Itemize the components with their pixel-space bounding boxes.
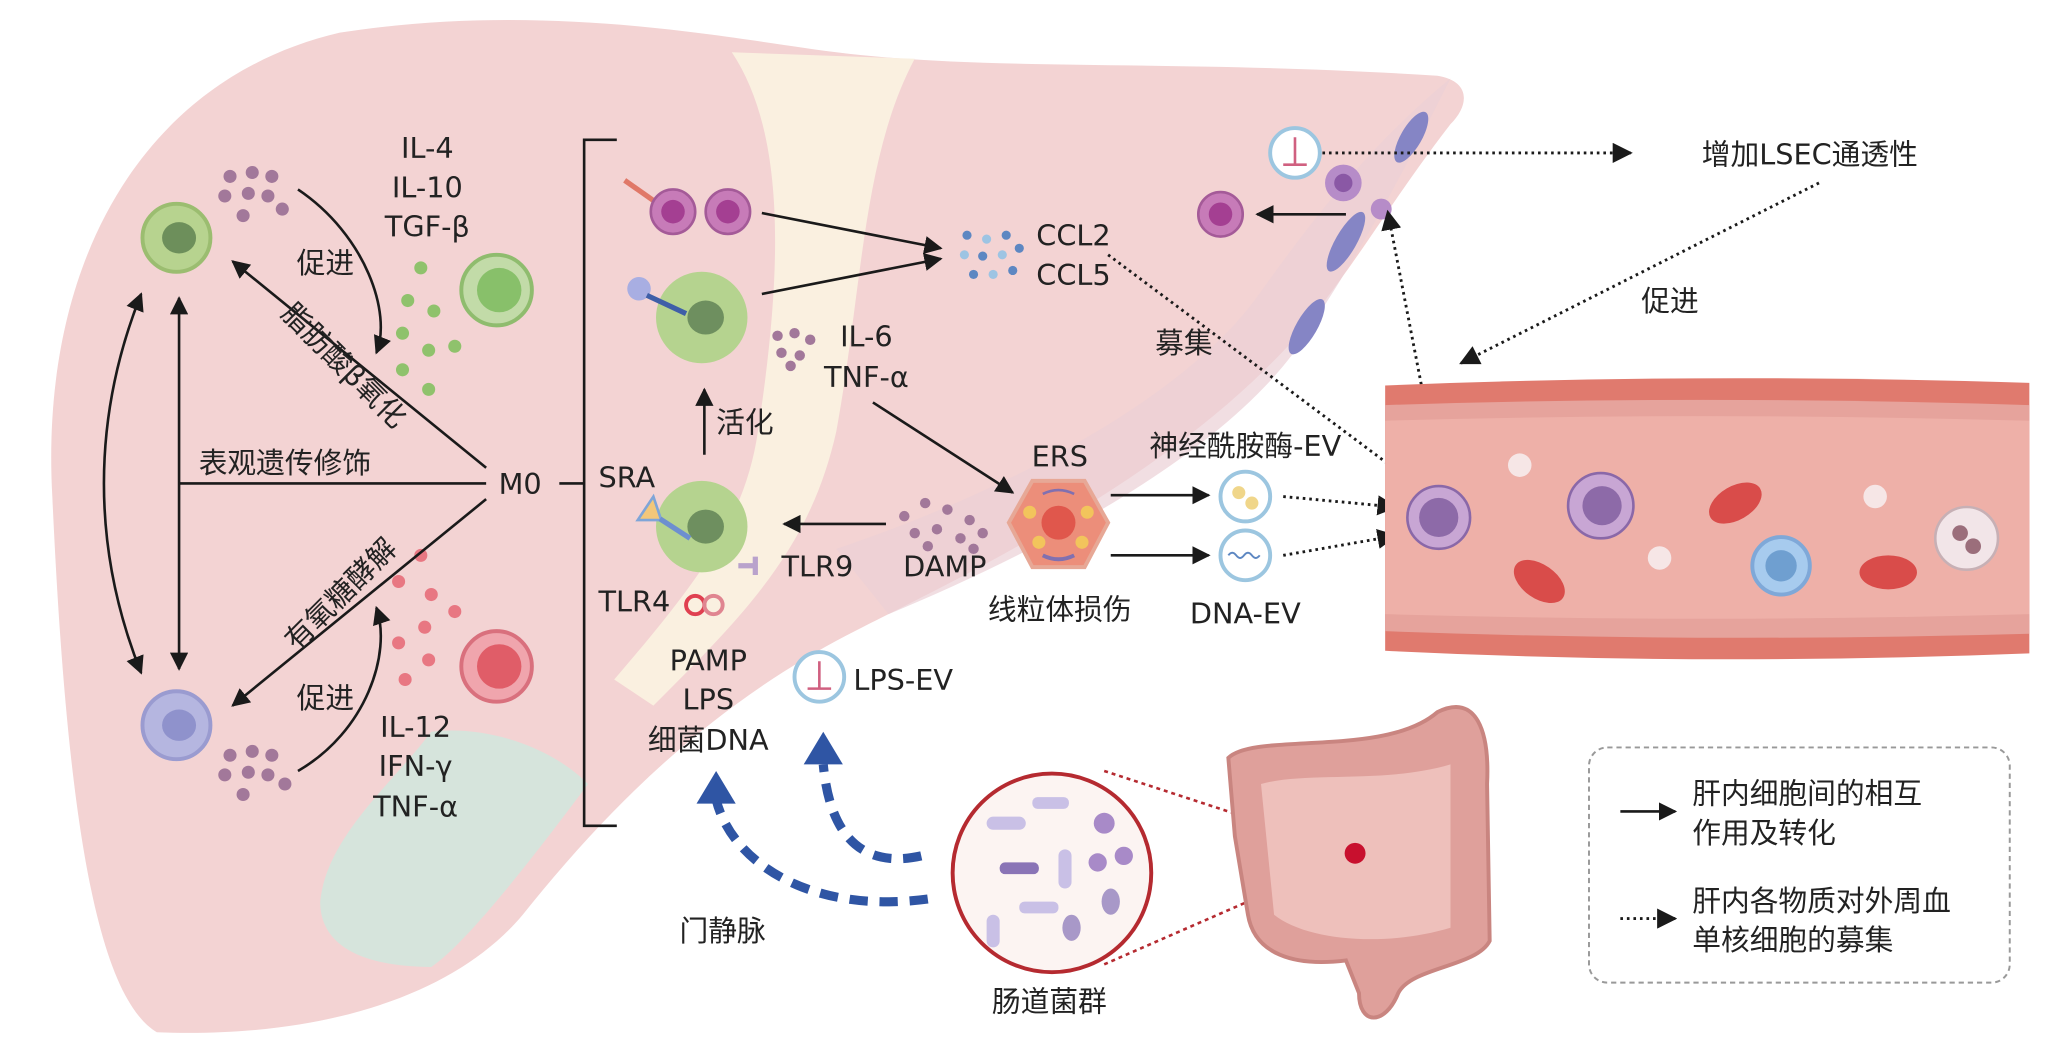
cytokine-il12: IL-12 (380, 710, 451, 744)
green-dots (395, 261, 462, 396)
legend-solid-line1: 肝内细胞间的相互 (1692, 777, 1922, 811)
sinusoid-endothelium (1196, 111, 1429, 355)
il6-dots (772, 327, 816, 372)
cytokine-il4: IL-4 (401, 131, 454, 165)
lymphocyte-red (459, 629, 534, 704)
tnfa-label: TNF-α (823, 360, 909, 394)
m0-label: M0 (499, 467, 542, 501)
bacterial-dna-label: 细菌DNA (648, 723, 769, 757)
ceramidase-ev (1218, 469, 1273, 524)
legend-dotted-line1: 肝内各物质对外周血 (1692, 884, 1951, 918)
tlr4-label: TLR4 (598, 585, 671, 619)
cytokine-il10: IL-10 (392, 170, 463, 204)
hepatocyte-ers (1006, 478, 1111, 570)
legend-dotted-line2: 单核细胞的募集 (1692, 923, 1893, 957)
hepatic-vein-band (614, 52, 915, 706)
lps-label: LPS (682, 683, 734, 717)
ccl-dots (959, 230, 1024, 279)
damp-label: DAMP (903, 549, 986, 583)
ccl2-label: CCL2 (1036, 219, 1110, 253)
portal-vein-arrows (696, 731, 929, 907)
kupffer-cell (635, 480, 758, 617)
damp-dots (899, 497, 988, 555)
legend: 肝内细胞间的相互 作用及转化 肝内各物质对外周血 单核细胞的募集 (1588, 746, 2011, 984)
tlr9-receptor-icon (738, 556, 758, 575)
left-arrows (102, 188, 487, 773)
gut-bacteria-magnified (950, 769, 1354, 975)
cytokine-dots (218, 165, 292, 802)
kupffer-cell-activated (627, 271, 748, 364)
promote-label-right: 促进 (1641, 284, 1698, 318)
lsec-permeability-label: 增加LSEC通透性 (1702, 138, 1918, 172)
pamp-label: PAMP (670, 643, 747, 677)
cytokine-ifng: IFN-γ (379, 749, 453, 783)
dna-ev (1218, 528, 1273, 583)
ccl5-label: CCL5 (1036, 258, 1110, 292)
lps-ev (792, 650, 847, 704)
recruit-label: 募集 (1155, 326, 1212, 360)
cytokine-tnfa: TNF-α (372, 790, 458, 824)
ers-label: ERS (1032, 439, 1088, 473)
center-labels: SRA TLR9 TLR4 活化 IL-6 TNF-α CCL2 CCL5 募集… (598, 138, 1918, 1019)
cytokine-tgfb: TGF-β (384, 210, 470, 244)
lps-ev-label: LPS-EV (853, 663, 953, 697)
neutrophils (623, 178, 752, 236)
liver (51, 19, 1464, 1033)
lsec-ev (1268, 126, 1322, 180)
promote-label-bottom: 促进 (297, 681, 354, 715)
gut-flora-label: 肠道菌群 (992, 984, 1107, 1018)
promote-label-top: 促进 (297, 246, 354, 280)
ceramidase-ev-label: 神经酰胺酶-EV (1149, 429, 1341, 463)
red-dots (392, 548, 462, 687)
intestine (1226, 705, 1492, 1020)
activate-label: 活化 (716, 406, 773, 440)
il6-label: IL-6 (840, 319, 893, 353)
dna-ev-label: DNA-EV (1190, 596, 1301, 630)
legend-solid-line2: 作用及转化 (1692, 816, 1836, 850)
m1-macrophage (140, 689, 213, 762)
center-arrows (695, 142, 1820, 565)
bracket (559, 138, 617, 828)
tlr9-label: TLR9 (780, 549, 853, 583)
mito-damage-label: 线粒体损伤 (988, 592, 1132, 626)
epigenetic-label: 表观遗传修饰 (199, 446, 371, 480)
lymphocyte-green (459, 252, 534, 328)
gallbladder (320, 730, 589, 967)
portal-vein-label: 门静脉 (680, 914, 766, 948)
m2-macrophage (140, 201, 213, 274)
sra-label: SRA (599, 460, 656, 494)
blood-vessel (1385, 378, 2030, 660)
